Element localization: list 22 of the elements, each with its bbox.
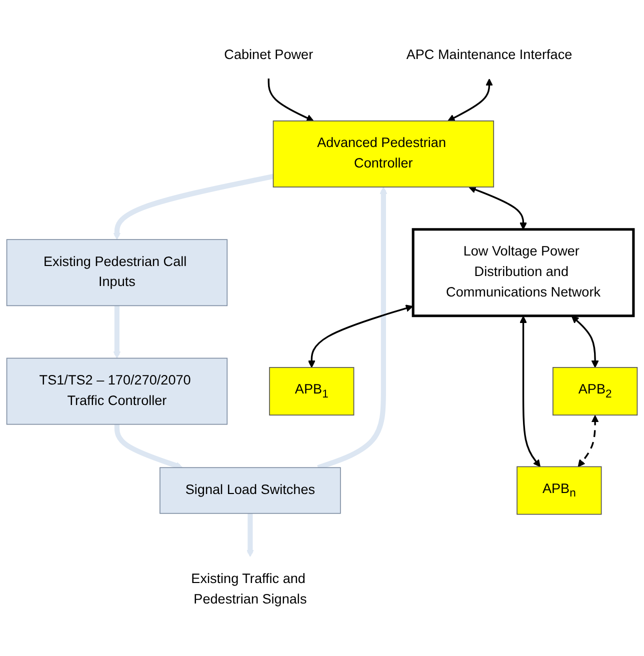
node-text: Cabinet Power xyxy=(224,48,314,63)
arrow xyxy=(448,78,493,122)
arrow xyxy=(246,514,254,558)
node-text: APC Maintenance Interface xyxy=(406,48,572,63)
node-box: APB$_{1}$ xyxy=(269,367,354,416)
arrow xyxy=(114,424,183,470)
node-box: TS1/TS2 – 170/270/2070 Traffic Controller xyxy=(6,358,228,425)
arrow xyxy=(268,78,314,122)
arrow xyxy=(578,415,599,468)
node-box: Signal Load Switches xyxy=(160,467,341,514)
node-text: Existing Traffic and Pedestrian Signals xyxy=(191,572,307,607)
arrow xyxy=(520,316,541,468)
arrow xyxy=(113,174,274,240)
arrow xyxy=(113,306,121,359)
node-box: Low Voltage Power Distribution and Communications Network xyxy=(412,228,635,318)
node-box: Existing Pedestrian Call Inputs xyxy=(6,239,228,306)
node-box: APB$_{n}$ xyxy=(516,466,602,515)
arrow xyxy=(308,304,414,368)
arrow xyxy=(468,186,527,230)
arrow xyxy=(571,316,599,368)
node-box: Advanced Pedestrian Controller xyxy=(272,120,494,188)
node-box: APB$_{2}$ xyxy=(552,367,638,416)
